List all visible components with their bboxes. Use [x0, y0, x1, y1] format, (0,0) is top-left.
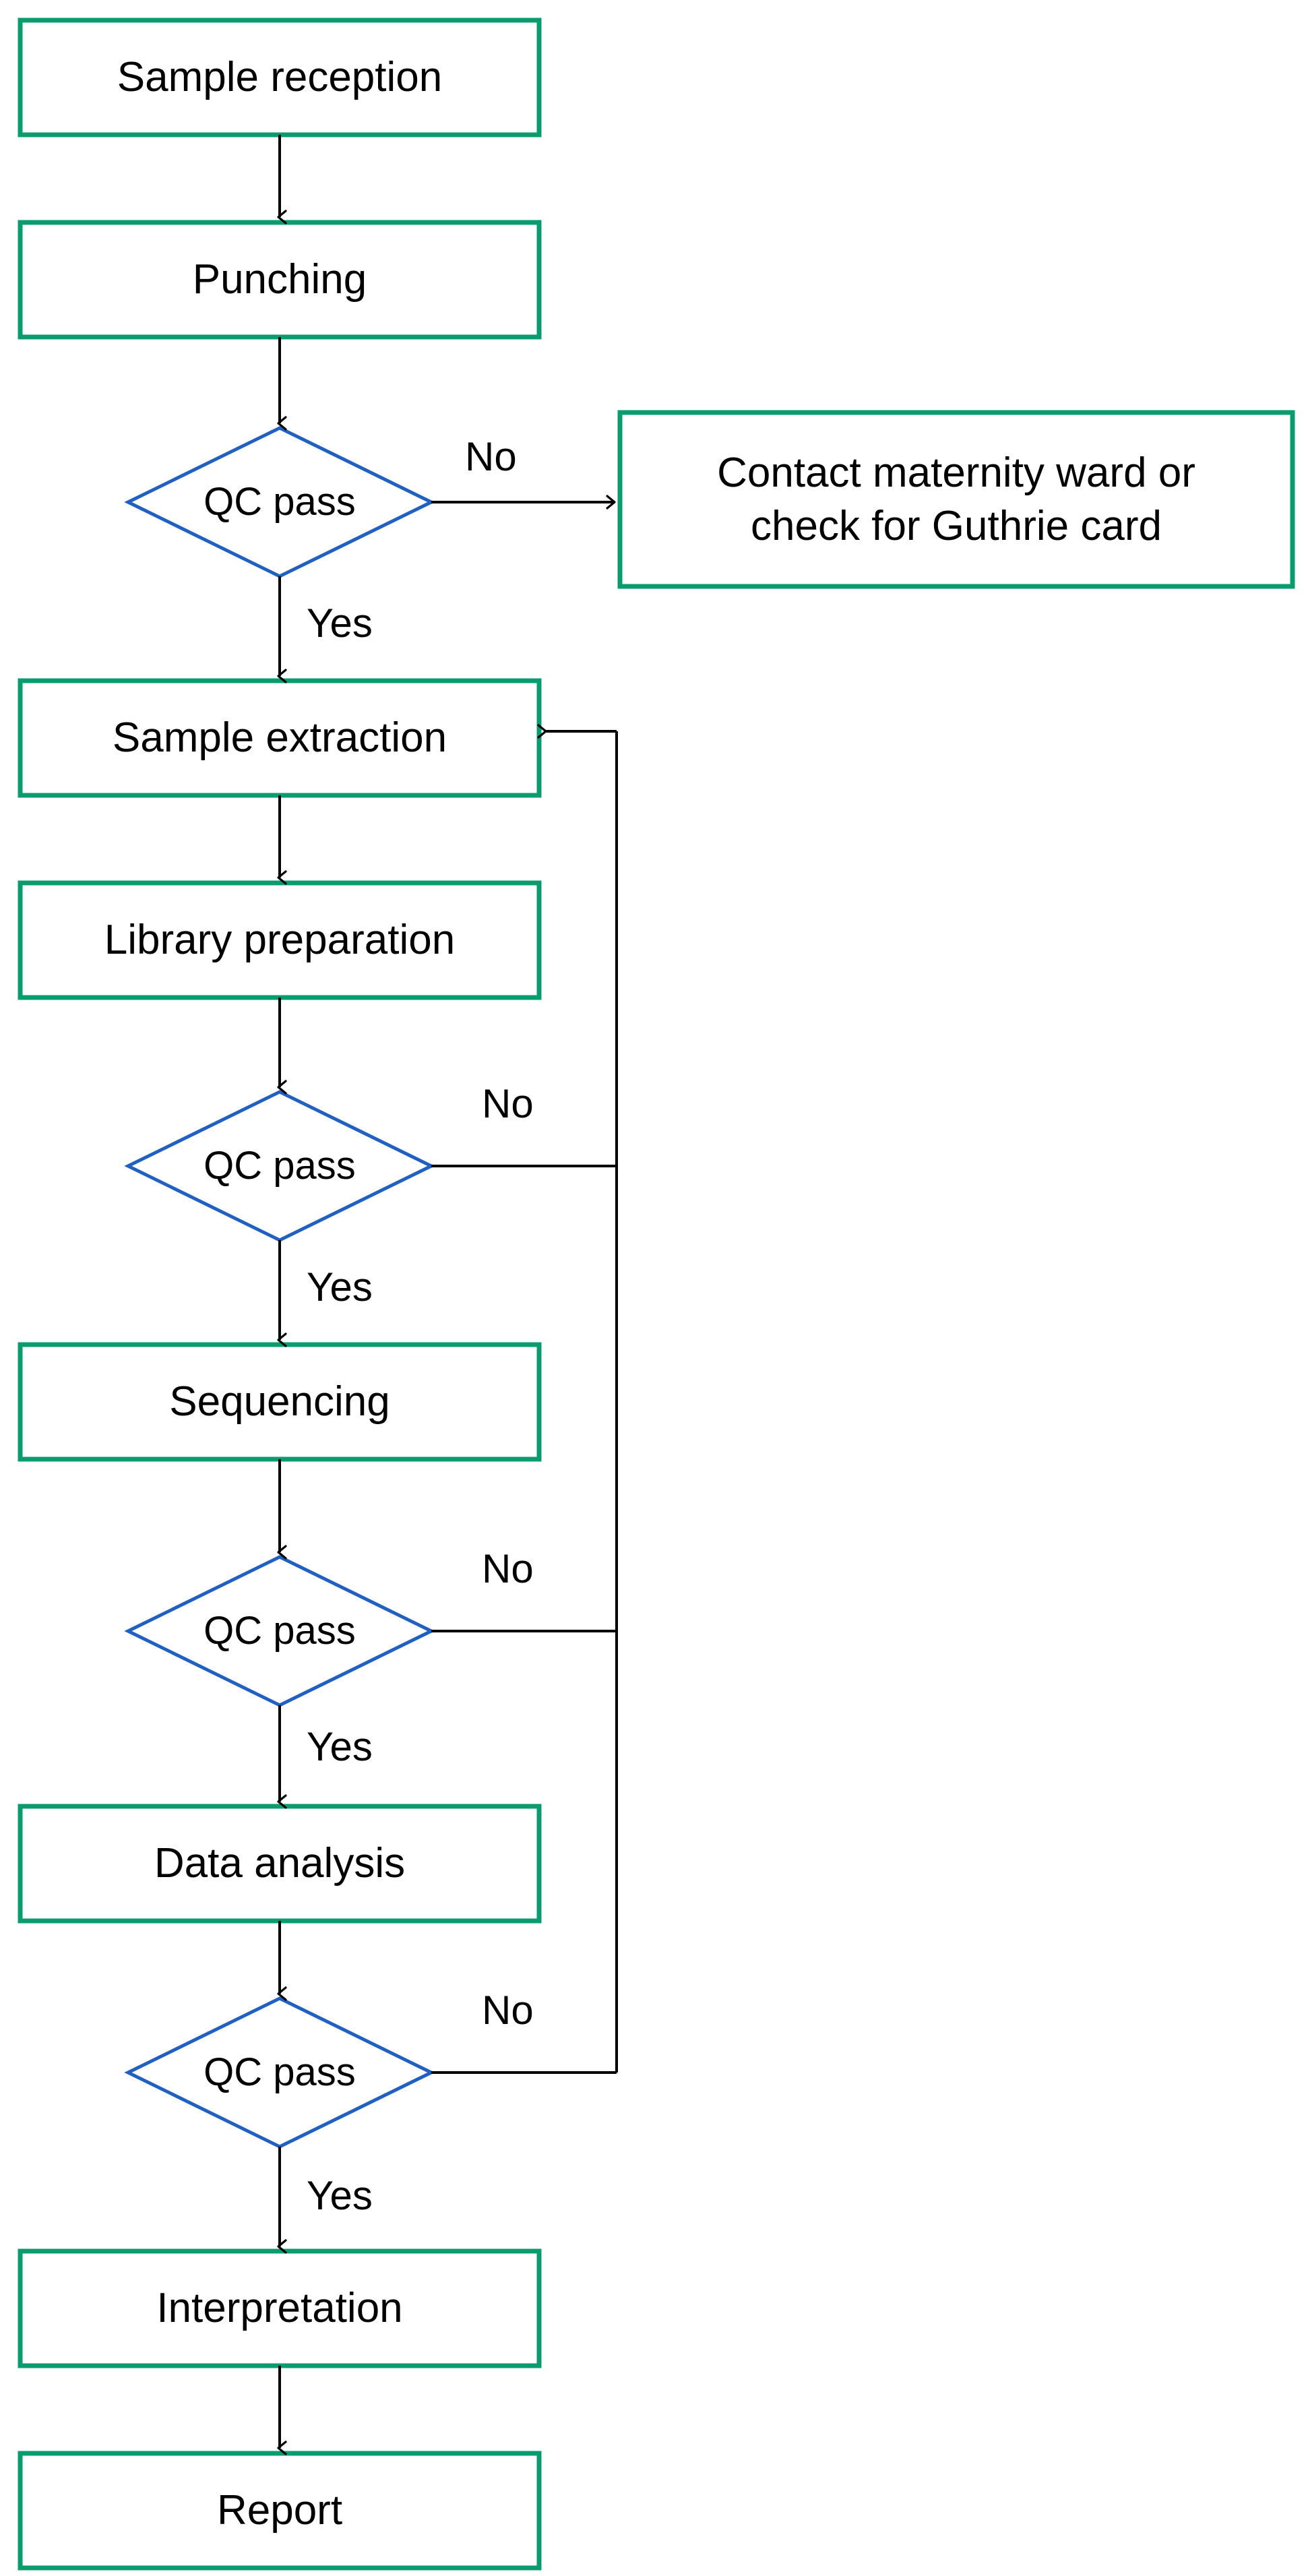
- node-sample-reception-shape[interactable]: [18, 18, 542, 137]
- node-data-analysis-shape[interactable]: [18, 1804, 542, 1924]
- edge-label-qc1-yes: Yes: [307, 601, 373, 646]
- edge-label-qc3-no: No: [482, 1546, 534, 1591]
- edge-label-qc2-yes: Yes: [307, 1264, 373, 1310]
- node-qc1-shape[interactable]: [124, 426, 435, 578]
- node-qc4-shape[interactable]: [124, 1996, 435, 2149]
- node-interpretation-shape[interactable]: [18, 2248, 542, 2368]
- edge-label-qc4-yes: Yes: [307, 2173, 373, 2218]
- node-punching-shape[interactable]: [18, 220, 542, 340]
- node-library-preparation-shape[interactable]: [18, 880, 542, 1000]
- node-qc2-shape[interactable]: [124, 1090, 435, 1242]
- node-sequencing-shape[interactable]: [18, 1342, 542, 1462]
- edge-label-qc4-no: No: [482, 1988, 534, 2033]
- edge-label-qc1-no: No: [465, 434, 517, 479]
- edge-label-qc3-yes: Yes: [307, 1724, 373, 1769]
- node-qc3-shape[interactable]: [124, 1555, 435, 1707]
- edge-label-qc2-no: No: [482, 1081, 534, 1126]
- node-report-shape[interactable]: [18, 2451, 542, 2571]
- node-sample-extraction-shape[interactable]: [18, 678, 542, 798]
- node-contact-maternity-shape[interactable]: [617, 410, 1295, 589]
